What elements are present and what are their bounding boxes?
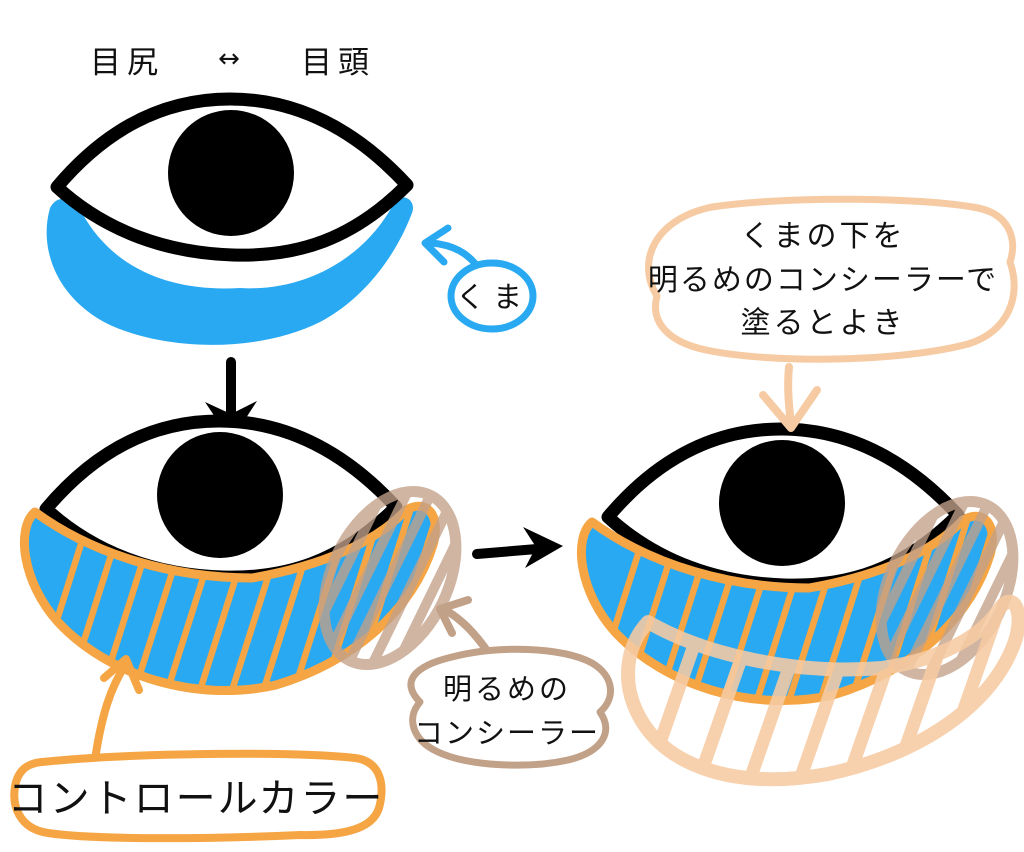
eye-outline: [57, 99, 407, 255]
control-color-box: コントロールカラー: [8, 655, 386, 843]
step-arrow-right: [472, 527, 563, 568]
tip-line3: 塗るとよき: [741, 306, 906, 341]
control-color-label: コントロールカラー: [8, 776, 385, 822]
concealer-line2: コンシーラー: [414, 716, 600, 750]
kuma-label: くま: [456, 280, 530, 314]
top-axis-labels: 目尻 ↔ 目頭: [90, 44, 375, 81]
tip-bubble: くまの下を 明るめのコンシーラーで 塗るとよき: [645, 195, 1018, 432]
tip-bubble-outline: [645, 195, 1018, 363]
control-color-box-outline: [10, 749, 386, 843]
eye-step3: [581, 429, 1024, 808]
arrowhead-icon: [436, 596, 472, 637]
label-inner-corner: 目頭: [301, 45, 375, 81]
concealer-line1: 明るめの: [443, 672, 571, 706]
kuma-arrowhead-icon: [421, 224, 452, 266]
eye-step1: [46, 99, 413, 345]
tip-arrow: [759, 363, 821, 432]
arrowhead-icon: [759, 386, 821, 432]
arrowhead-icon: [523, 527, 563, 568]
arrowhead-icon: [100, 655, 143, 694]
kuma-bubble: [447, 259, 537, 333]
concealer-bubble-outline: [407, 645, 614, 769]
concealer-bubble: 明るめの コンシーラー: [407, 596, 614, 769]
kuma-callout: くま: [421, 224, 537, 333]
concealer-arrow: [436, 596, 494, 659]
control-color-arrow: [92, 655, 143, 757]
tip-line2: 明るめのコンシーラーで: [648, 263, 998, 298]
label-outer-corner: 目尻: [90, 45, 164, 81]
tip-line1: くまの下を: [741, 219, 906, 254]
double-arrow-icon: ↔: [218, 44, 240, 74]
dark-circle-shape: [46, 197, 413, 345]
